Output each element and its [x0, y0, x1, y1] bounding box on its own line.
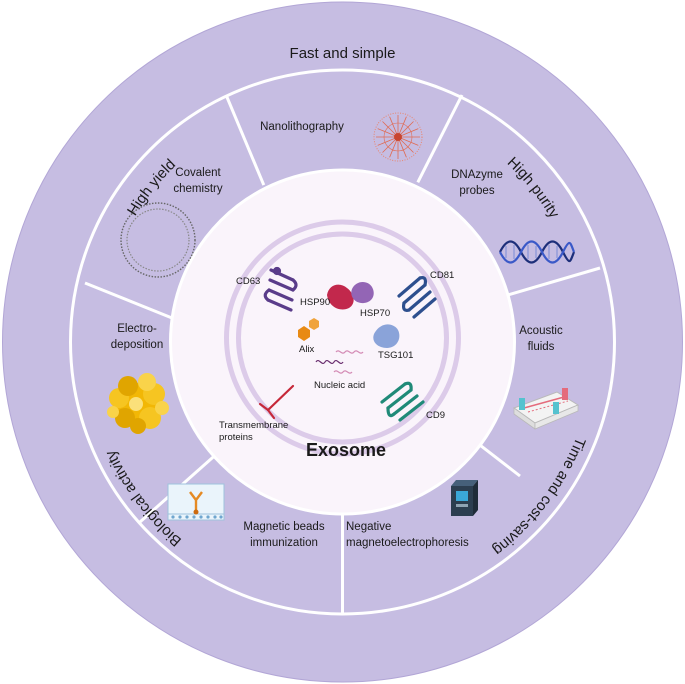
label-nucleic-acid: Nucleic acid — [314, 380, 365, 391]
label-hsp90: HSP90 — [300, 297, 330, 308]
label-cd63: CD63 — [236, 276, 260, 287]
label-alix: Alix — [299, 344, 315, 355]
segment-dividers — [84, 94, 601, 613]
cd9-protein-icon — [380, 381, 425, 422]
hsp70-protein-icon — [351, 281, 374, 304]
label-covalent-2: chemistry — [173, 183, 222, 195]
label-magnetic-1: Magnetic beads — [243, 521, 324, 533]
label-cd9: CD9 — [426, 410, 445, 421]
cd63-protein-icon — [263, 266, 298, 312]
magnetic-bead-icon — [167, 483, 225, 521]
label-transmembrane-1: Transmembrane — [219, 420, 288, 431]
label-electro-2: deposition — [111, 339, 163, 351]
hsp90-protein-icon — [327, 284, 354, 310]
nucleic-acid-icon — [315, 350, 364, 374]
label-covalent-1: Covalent — [175, 167, 221, 179]
instrument-icon — [451, 480, 478, 516]
label-dnazyme-1: DNAzyme — [451, 169, 503, 181]
label-magnetic-2: immunization — [250, 537, 318, 549]
label-acoustic-2: fluids — [528, 341, 555, 353]
label-acoustic-1: Acoustic — [519, 325, 563, 337]
microfluidic-chip-icon — [512, 388, 580, 430]
exosome-membrane-outer — [224, 219, 461, 457]
alix-protein-icon — [298, 318, 319, 341]
label-electro-1: Electro- — [117, 323, 157, 335]
label-transmembrane-2: proteins — [219, 432, 253, 443]
label-hsp70: HSP70 — [360, 308, 390, 319]
tsg101-protein-icon — [373, 324, 400, 348]
transmembrane-protein-icon — [258, 384, 295, 420]
center-title: Exosome — [306, 440, 386, 460]
sphere-icon — [120, 202, 196, 278]
label-negative-1: Negative — [346, 521, 391, 533]
exosome-membrane-inner — [236, 231, 449, 445]
starburst-icon — [373, 112, 423, 162]
label-cd81: CD81 — [430, 270, 454, 281]
label-fast-simple: Fast and simple — [290, 45, 396, 62]
center-disc — [169, 168, 516, 516]
gold-cluster-icon — [107, 373, 169, 434]
label-dnazyme-2: probes — [459, 185, 494, 197]
label-tsg101: TSG101 — [378, 350, 413, 361]
dna-helix-icon — [499, 240, 576, 264]
label-nanolithography: Nanolithography — [260, 121, 344, 133]
label-negative-2: magnetoelectrophoresis — [346, 537, 469, 549]
cd81-protein-icon — [397, 276, 437, 319]
